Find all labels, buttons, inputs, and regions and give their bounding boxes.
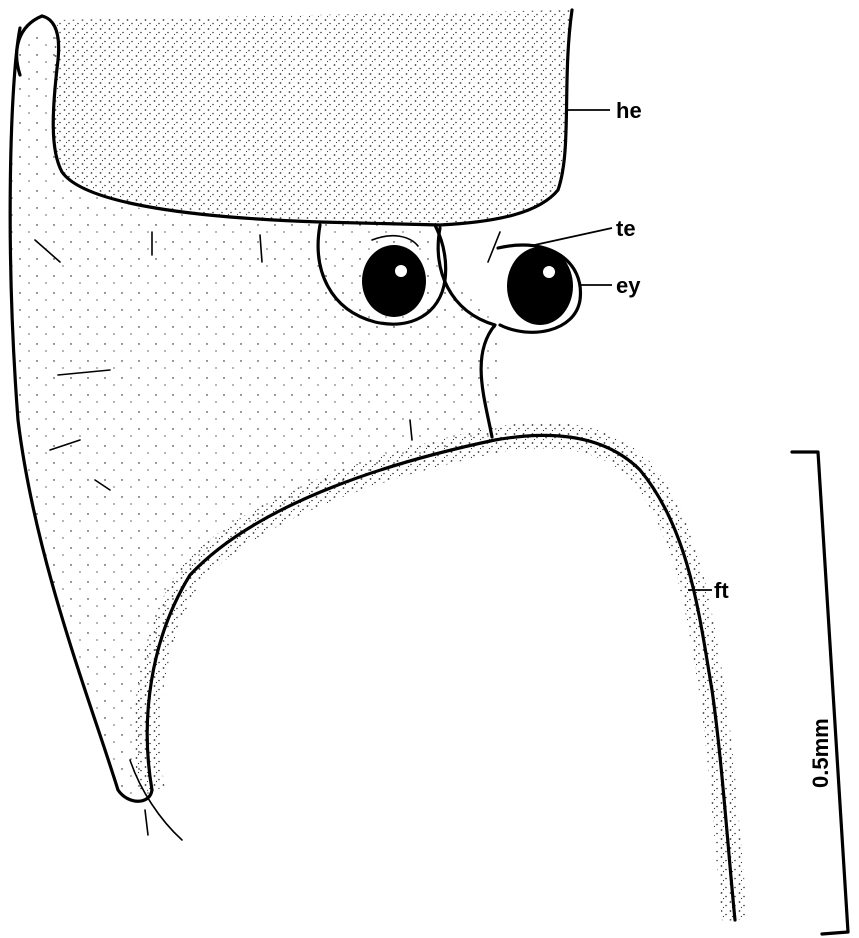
scale-bar-label: 0.5mm [808,718,833,788]
label-tentacle: te [616,216,636,241]
eye-left [362,245,426,317]
eye-right [498,245,580,332]
scale-bar: 0.5mm [792,452,848,934]
label-head: he [616,98,642,123]
head [17,10,572,225]
label-foot: ft [714,578,729,603]
label-eye: ey [616,273,641,298]
